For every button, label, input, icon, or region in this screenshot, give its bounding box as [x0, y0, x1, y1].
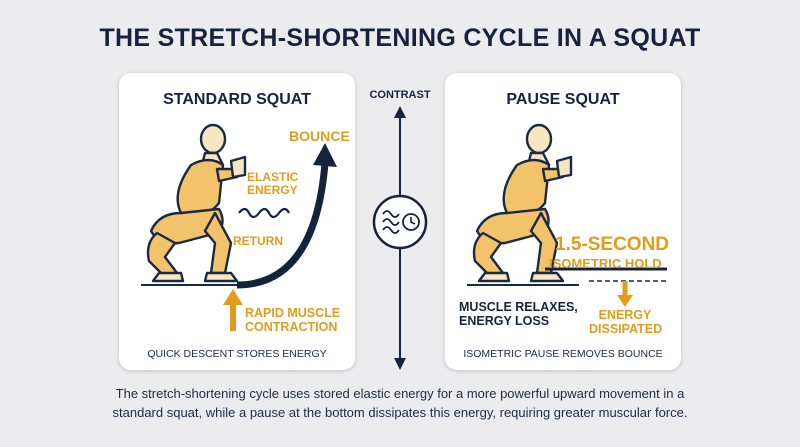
standard-squat-caption: QUICK DESCENT STORES ENERGY: [147, 348, 327, 360]
rapid-line-1: RAPID MUSCLE: [245, 306, 341, 320]
muscle-relaxes-label: MUSCLE RELAXES, ENERGY LOSS: [459, 300, 578, 329]
elastic-line-2: ENERGY: [247, 183, 298, 198]
contrast-label: CONTRAST: [369, 89, 431, 101]
clock-icon: [402, 213, 420, 231]
pause-squat-card: PAUSE SQUAT 1.5-SECOND ISOMETRIC HOLD MU…: [445, 73, 681, 370]
squat-figure: [146, 123, 247, 283]
standard-squat-illustration: [141, 123, 337, 331]
pause-squat-illustration: [467, 123, 667, 307]
pause-squat-caption: ISOMETRIC PAUSE REMOVES BOUNCE: [463, 348, 663, 360]
dissipated-line-1: ENERGY: [598, 308, 652, 322]
bounce-label: BOUNCE: [289, 128, 350, 144]
pause-squat-title: PAUSE SQUAT: [506, 91, 620, 108]
elastic-line-1: ELASTIC: [247, 170, 299, 184]
summary-line-1: The stretch-shortening cycle uses stored…: [115, 386, 685, 401]
isometric-hold-label: ISOMETRIC HOLD: [549, 256, 662, 271]
hold-duration-label: 1.5-SECOND: [555, 234, 670, 255]
dissipated-line-2: DISSIPATED: [589, 321, 663, 336]
bounce-curve-arrow: [236, 162, 329, 289]
spring-timer-icon: [372, 194, 428, 250]
elastic-wave-icon: [238, 207, 290, 219]
relax-line-2: ENERGY LOSS: [459, 313, 550, 328]
return-label: RETURN: [233, 234, 283, 248]
page-title: THE STRETCH-SHORTENING CYCLE IN A SQUAT: [99, 24, 701, 52]
summary-text: The stretch-shortening cycle uses stored…: [40, 384, 760, 422]
summary-line-2: standard squat, while a pause at the bot…: [112, 405, 688, 420]
squat-figure: [472, 123, 573, 283]
standard-squat-title: STANDARD SQUAT: [163, 91, 311, 108]
elastic-energy-label: ELASTIC ENERGY: [247, 170, 299, 198]
energy-dissipated-label: ENERGY DISSIPATED: [589, 308, 663, 337]
relax-line-1: MUSCLE RELAXES,: [459, 300, 578, 314]
rapid-line-2: CONTRACTION: [245, 319, 338, 334]
standard-squat-card: STANDARD SQUAT BOUNCE ELASTIC ENERGY RET…: [119, 73, 355, 370]
bounce-arrowhead: [313, 143, 337, 167]
rapid-contraction-label: RAPID MUSCLE CONTRACTION: [245, 306, 341, 335]
